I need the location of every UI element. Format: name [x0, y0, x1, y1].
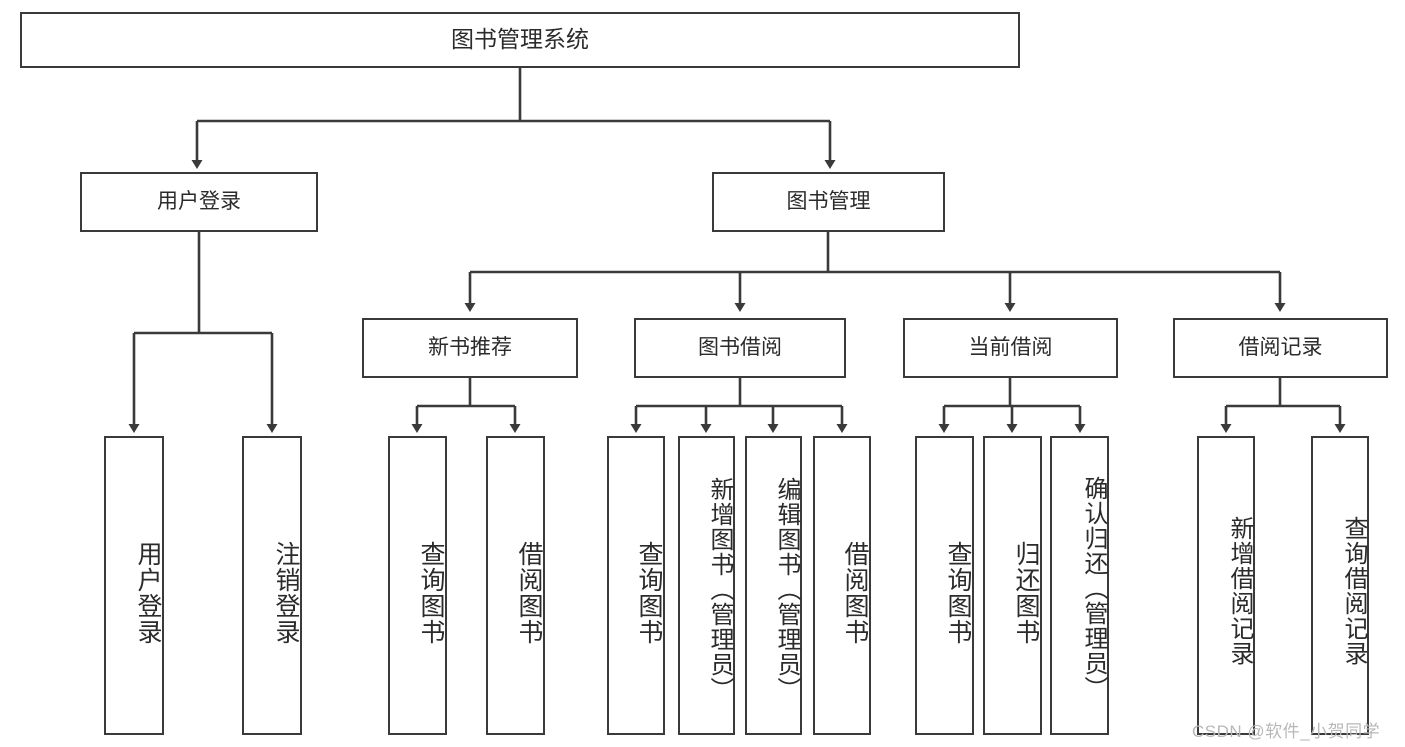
leaf-user-login-signout[interactable]: 注销登录	[242, 436, 302, 735]
leaf-borrow-add-book-label: 新增图书（管理员）	[706, 477, 733, 702]
node-user-login-label: 用户登录	[157, 189, 241, 213]
leaf-record-add-record[interactable]: 新增借阅记录	[1197, 436, 1255, 735]
watermark: CSDN @软件_小贺同学	[1192, 717, 1380, 742]
leaf-borrow-query-book[interactable]: 查询图书	[607, 436, 665, 735]
node-book-borrow-label: 图书借阅	[698, 335, 782, 359]
leaf-current-confirm-return[interactable]: 确认归还（管理员）	[1050, 436, 1109, 735]
leaf-user-login-signin-label: 用户登录	[134, 540, 162, 645]
leaf-borrow-borrow-book[interactable]: 借阅图书	[813, 436, 871, 735]
leaf-current-query-book[interactable]: 查询图书	[915, 436, 974, 735]
watermark-text: CSDN @软件_小贺同学	[1192, 722, 1381, 741]
node-user-login[interactable]: 用户登录	[80, 172, 318, 232]
leaf-current-return-book-label: 归还图书	[1012, 540, 1040, 645]
leaf-user-login-signout-label: 注销登录	[272, 540, 300, 645]
leaf-recommend-borrow-book-label: 借阅图书	[515, 540, 543, 645]
node-current-borrow-label: 当前借阅	[968, 335, 1053, 359]
leaf-borrow-edit-book[interactable]: 编辑图书（管理员）	[745, 436, 802, 735]
node-borrow-record-label: 借阅记录	[1238, 335, 1323, 359]
node-root[interactable]: 图书管理系统	[20, 12, 1020, 68]
leaf-current-query-book-label: 查询图书	[944, 540, 972, 645]
leaf-current-return-book[interactable]: 归还图书	[983, 436, 1042, 735]
node-root-label: 图书管理系统	[451, 26, 589, 53]
leaf-recommend-query-book[interactable]: 查询图书	[388, 436, 447, 735]
node-new-book-recommend[interactable]: 新书推荐	[362, 318, 578, 378]
node-new-book-recommend-label: 新书推荐	[428, 335, 512, 359]
leaf-borrow-borrow-book-label: 借阅图书	[841, 540, 869, 645]
leaf-record-query-record-label: 查询借阅记录	[1340, 515, 1367, 666]
leaf-recommend-borrow-book[interactable]: 借阅图书	[486, 436, 545, 735]
leaf-recommend-query-book-label: 查询图书	[417, 540, 445, 645]
leaf-borrow-edit-book-label: 编辑图书（管理员）	[773, 477, 800, 702]
leaf-record-add-record-label: 新增借阅记录	[1226, 515, 1253, 666]
node-current-borrow[interactable]: 当前借阅	[903, 318, 1118, 378]
node-book-management-label: 图书管理	[786, 189, 871, 213]
leaf-record-query-record[interactable]: 查询借阅记录	[1311, 436, 1369, 735]
node-borrow-record[interactable]: 借阅记录	[1173, 318, 1388, 378]
leaf-current-confirm-return-label: 确认归还（管理员）	[1080, 476, 1107, 701]
leaf-borrow-add-book[interactable]: 新增图书（管理员）	[678, 436, 735, 735]
node-book-borrow[interactable]: 图书借阅	[634, 318, 846, 378]
leaf-borrow-query-book-label: 查询图书	[635, 540, 663, 645]
node-book-management[interactable]: 图书管理	[712, 172, 945, 232]
leaf-user-login-signin[interactable]: 用户登录	[104, 436, 164, 735]
